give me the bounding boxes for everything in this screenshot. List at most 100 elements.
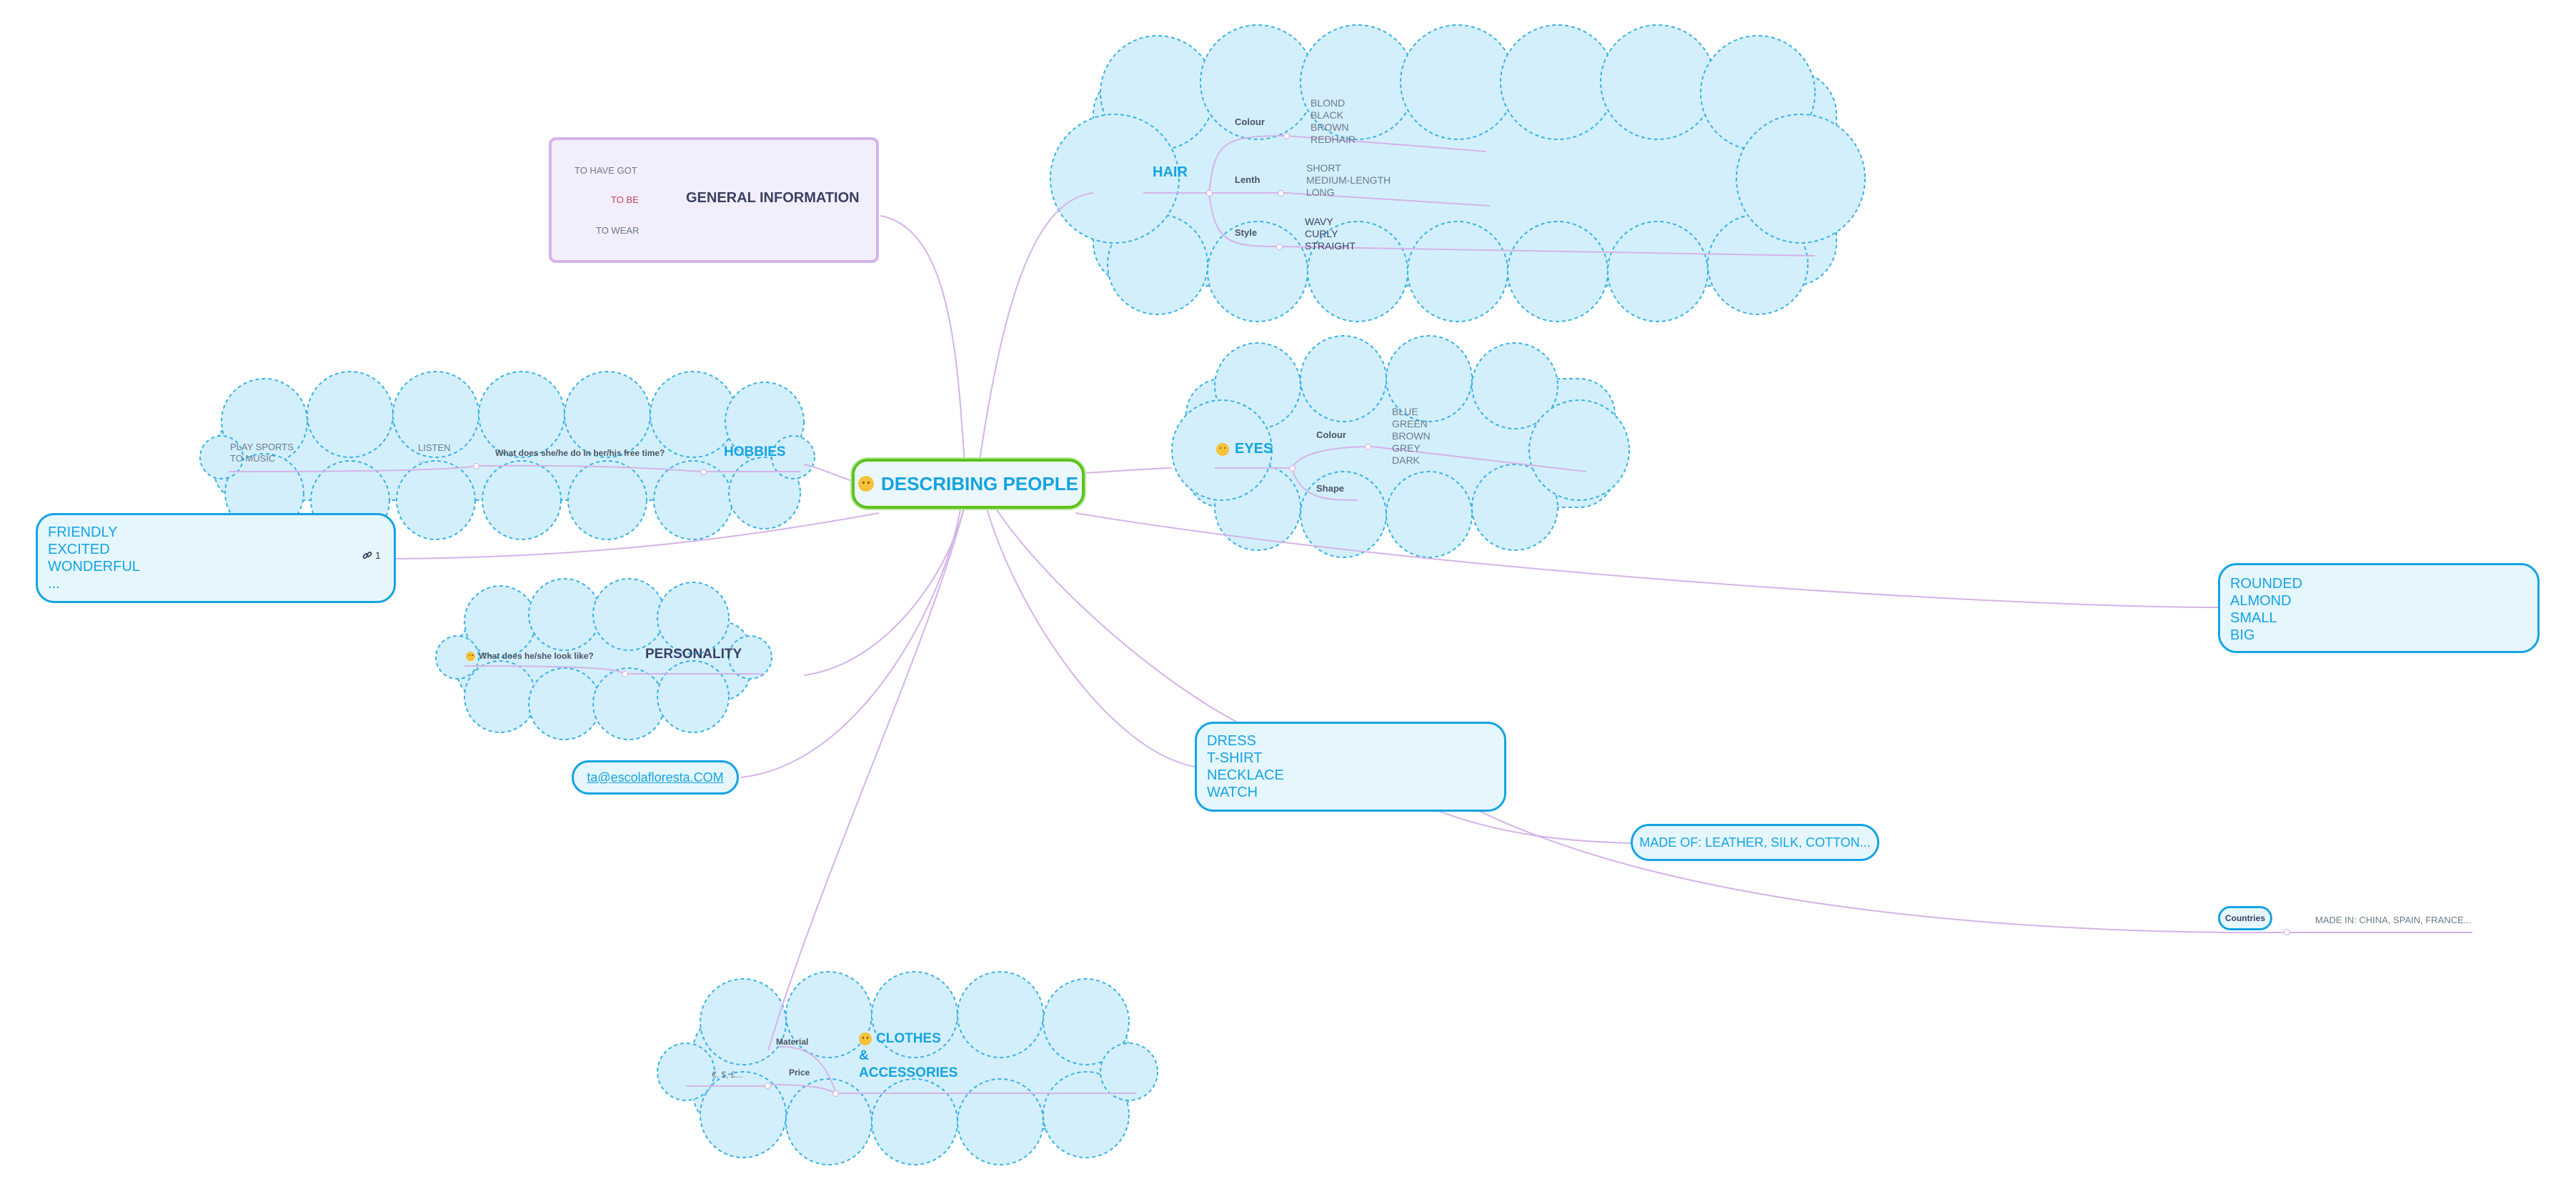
eye-shapes-box[interactable]: ROUNDED ALMOND SMALL BIG: [2218, 563, 2540, 653]
clothes-items-box[interactable]: DRESS T-SHIRT NECKLACE WATCH: [1195, 722, 1506, 812]
general-information-title[interactable]: GENERAL INFORMATION: [686, 190, 860, 206]
eyes-colour-values: BLUE GREEN BROWN GREY DARK: [1392, 406, 1431, 467]
eyes-colour-green[interactable]: GREEN: [1392, 418, 1428, 429]
personality-question: What does he/she look like?: [479, 651, 594, 661]
hair-title[interactable]: HAIR: [1153, 164, 1188, 180]
eye-shape-rounded: ROUNDED: [2230, 576, 2303, 592]
hair-style-curly[interactable]: CURLY: [1305, 228, 1338, 239]
hobbies-to-music[interactable]: TO MUSIC: [230, 453, 276, 464]
countries-label: Countries: [2224, 913, 2265, 923]
hair-colour-dot: [1283, 133, 1290, 139]
central-title: DESCRIBING PEOPLE: [881, 472, 1078, 494]
smiley-icon: [466, 651, 475, 661]
smiley-icon: [1216, 442, 1229, 456]
eye-shape-big: BIG: [2230, 627, 2255, 643]
eyes-colour-brown[interactable]: BROWN: [1392, 430, 1431, 442]
adjective-friendly: FRIENDLY: [48, 524, 118, 540]
hair-length-values: SHORT MEDIUM-LENGTH LONG: [1306, 162, 1391, 199]
smiley-icon: [858, 476, 875, 492]
clothes-item-necklace: NECKLACE: [1207, 767, 1284, 783]
personality-title[interactable]: PERSONALITY: [645, 647, 742, 662]
hair-length-medium[interactable]: MEDIUM-LENGTH: [1306, 174, 1391, 186]
eyes-colour-grey[interactable]: GREY: [1392, 442, 1421, 454]
hair-cloud: [1050, 24, 1866, 322]
adjective-excited: EXCITED: [48, 542, 110, 557]
hobbies-listen-more[interactable]: ...: [418, 456, 425, 464]
eyes-colour-blue[interactable]: BLUE: [1392, 406, 1418, 417]
countries-dot: [2284, 929, 2290, 935]
clothes-title-2: &: [859, 1048, 869, 1063]
hobbies-play-sports[interactable]: PLAY SPORTS: [230, 442, 294, 452]
personality-adjectives-box[interactable]: FRIENDLY EXCITED WONDERFUL ... 1: [36, 513, 396, 603]
clothes-title-1: CLOTHES: [876, 1031, 941, 1046]
hair-style-label[interactable]: Style: [1235, 227, 1258, 238]
clothes-price-dot: [765, 1083, 771, 1089]
clothes-price-label[interactable]: Price: [789, 1068, 810, 1078]
clothes-title-3: ACCESSORIES: [859, 1065, 958, 1080]
eye-shape-small: SMALL: [2230, 610, 2277, 626]
hair-colour-black[interactable]: BLACK: [1311, 109, 1343, 121]
hair-branch-dot: [1206, 190, 1213, 196]
eyes-cloud: [1171, 335, 1630, 558]
link-icon: [362, 552, 372, 559]
hair-style-values: WAVY CURLY STRAIGHT: [1305, 216, 1356, 252]
hair-colour-label[interactable]: Colour: [1235, 116, 1265, 127]
hair-style-dot: [1276, 244, 1283, 250]
central-topic[interactable]: DESCRIBING PEOPLE: [852, 459, 1085, 509]
clothes-branch-dot: [832, 1090, 839, 1097]
clothes-item-tshirt: T-SHIRT: [1207, 750, 1263, 766]
made-of-pill[interactable]: MADE OF: LEATHER, SILK, COTTON...: [1631, 824, 1879, 861]
eyes-colour-dot: [1365, 444, 1371, 450]
hair-length-short[interactable]: SHORT: [1306, 162, 1341, 174]
clothes-item-watch: WATCH: [1207, 785, 1258, 800]
hair-colour-blond[interactable]: BLOND: [1311, 97, 1346, 109]
hobbies-question[interactable]: What does she/he do in her/his free time…: [495, 448, 665, 458]
link-indicator[interactable]: 1: [362, 549, 381, 561]
hair-length-label[interactable]: Lenth: [1235, 174, 1260, 185]
cloud-shapes: [199, 24, 1866, 1165]
hair-colour-brown[interactable]: BROWN: [1311, 121, 1349, 133]
general-item-to-wear[interactable]: TO WEAR: [596, 225, 640, 236]
personality-branch-dot: [622, 671, 628, 677]
hair-length-dot: [1278, 190, 1284, 196]
hair-style-wavy[interactable]: WAVY: [1305, 216, 1333, 227]
link-count: 1: [375, 549, 381, 561]
eyes-topic[interactable]: EYES: [1216, 441, 1273, 457]
hobbies-title[interactable]: HOBBIES: [724, 444, 786, 459]
hobbies-activities: PLAY SPORTS TO MUSIC: [230, 442, 294, 464]
made-of-text: MADE OF: LEATHER, SILK, COTTON...: [1639, 835, 1871, 850]
eyes-shape-label[interactable]: Shape: [1316, 483, 1345, 494]
personality-question-node[interactable]: What does he/she look like?: [466, 651, 594, 661]
clothes-material-label[interactable]: Material: [776, 1037, 809, 1047]
hair-length-long[interactable]: LONG: [1306, 186, 1335, 198]
hobbies-listen-dot: [473, 463, 479, 469]
hair-style-straight[interactable]: STRAIGHT: [1305, 240, 1356, 252]
eyes-colour-label[interactable]: Colour: [1316, 429, 1346, 440]
smiley-icon: [859, 1033, 872, 1045]
hobbies-cloud: [199, 371, 815, 540]
eyes-title: EYES: [1235, 441, 1273, 457]
clothes-item-dress: DRESS: [1207, 733, 1256, 749]
hobbies-listen[interactable]: LISTEN: [418, 442, 451, 453]
hair-colour-values: BLOND BLACK BROWN REDHAIR: [1311, 97, 1356, 146]
made-in-text[interactable]: MADE IN: CHINA, SPAIN, FRANCE...: [2315, 915, 2472, 925]
clothes-topic[interactable]: CLOTHES & ACCESSORIES: [859, 1030, 958, 1082]
clothes-cloud: [657, 971, 1158, 1165]
adjective-more: ...: [48, 576, 60, 592]
email-link[interactable]: ta@escolafloresta.COM: [572, 760, 739, 795]
personality-cloud: [435, 578, 772, 740]
adjective-wonderful: WONDERFUL: [48, 559, 140, 574]
general-information-box[interactable]: [549, 137, 879, 263]
countries-pill[interactable]: Countries: [2218, 906, 2272, 930]
general-item-to-be[interactable]: TO BE: [611, 194, 639, 205]
hobbies-branch-dot: [700, 469, 707, 475]
eye-shape-almond: ALMOND: [2230, 593, 2292, 609]
hair-colour-redhair[interactable]: REDHAIR: [1311, 134, 1356, 145]
eyes-colour-dark[interactable]: DARK: [1392, 454, 1420, 466]
clothes-currencies[interactable]: €, $, £...: [712, 1070, 743, 1080]
general-item-have-got[interactable]: TO HAVE GOT: [575, 165, 637, 176]
email-text: ta@escolafloresta.COM: [587, 770, 724, 785]
eyes-branch-dot: [1289, 465, 1296, 472]
